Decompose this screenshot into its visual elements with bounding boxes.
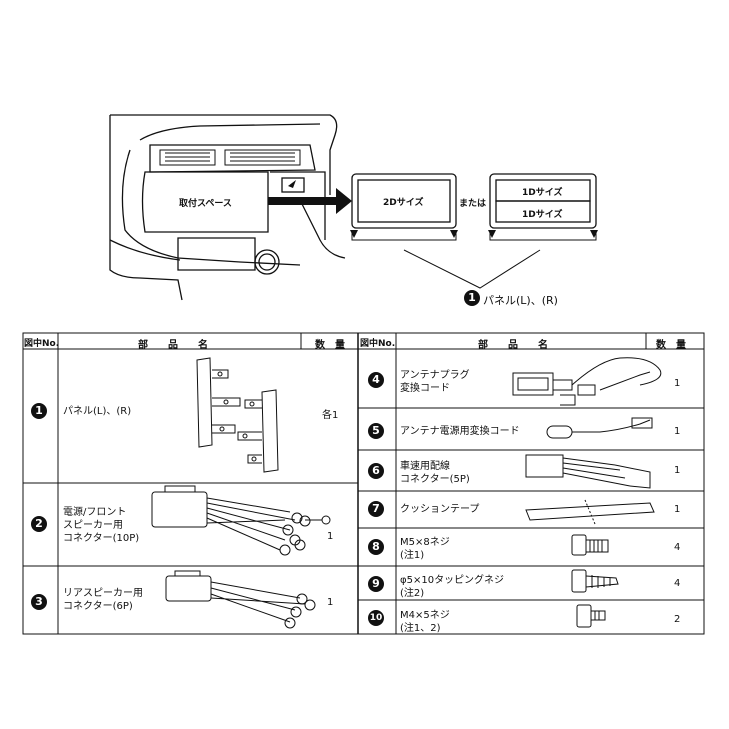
item-quantity: 1 bbox=[674, 504, 681, 515]
item-number: 8 bbox=[368, 539, 384, 555]
header-quantity-right: 数 量 bbox=[656, 340, 686, 351]
item-quantity: 1 bbox=[674, 465, 681, 476]
item-quantity: 2 bbox=[674, 614, 681, 625]
item-number: 1 bbox=[31, 403, 47, 419]
item-name: 電源/フロント スピーカー用 コネクター(10P) bbox=[63, 507, 140, 544]
item-name: φ5×10タッピングネジ (注2) bbox=[400, 575, 505, 599]
header-quantity-left: 数 量 bbox=[315, 340, 345, 351]
item-name: 車速用配線 コネクター(5P) bbox=[400, 461, 470, 485]
item-name: M4×5ネジ (注1、2) bbox=[400, 610, 450, 634]
header-fig-no-left: 図中No. bbox=[24, 339, 60, 349]
install-space-label: 取付スペース bbox=[179, 199, 232, 209]
item-name: パネル(L)、(R) bbox=[63, 406, 132, 417]
header-part-name-left: 部 品 名 bbox=[138, 340, 208, 351]
item-quantity: 1 bbox=[674, 426, 681, 437]
size-2d-label: 2Dサイズ bbox=[383, 198, 424, 208]
size-1d-bottom-label: 1Dサイズ bbox=[522, 210, 563, 220]
item-number: 2 bbox=[31, 516, 47, 532]
item-number: 9 bbox=[368, 576, 384, 592]
item-name: クッションテープ bbox=[400, 504, 480, 515]
item-name: M5×8ネジ (注1) bbox=[400, 537, 450, 561]
item-quantity: 4 bbox=[674, 578, 681, 589]
or-label: または bbox=[459, 199, 487, 209]
item-number: 10 bbox=[368, 610, 384, 626]
item-number: 5 bbox=[368, 423, 384, 439]
item-quantity: 1 bbox=[674, 378, 681, 389]
item-quantity: 4 bbox=[674, 542, 681, 553]
item-name: リアスピーカー用 コネクター(6P) bbox=[63, 588, 143, 612]
header-part-name-right: 部 品 名 bbox=[478, 340, 548, 351]
size-1d-top-label: 1Dサイズ bbox=[522, 188, 563, 198]
item-name: アンテナ電源用変換コード bbox=[400, 426, 520, 437]
panel-callout-number: 1 bbox=[464, 290, 480, 306]
item-number: 6 bbox=[368, 463, 384, 479]
item-number: 7 bbox=[368, 501, 384, 517]
item-name: アンテナプラグ 変換コード bbox=[400, 370, 470, 394]
item-quantity: 各1 bbox=[322, 410, 339, 421]
item-quantity: 1 bbox=[327, 531, 334, 542]
item-number: 4 bbox=[368, 372, 384, 388]
header-fig-no-right: 図中No. bbox=[360, 339, 396, 349]
item-number: 3 bbox=[31, 594, 47, 610]
item-quantity: 1 bbox=[327, 597, 334, 608]
panel-callout-label: パネル(L)、(R) bbox=[483, 294, 558, 307]
